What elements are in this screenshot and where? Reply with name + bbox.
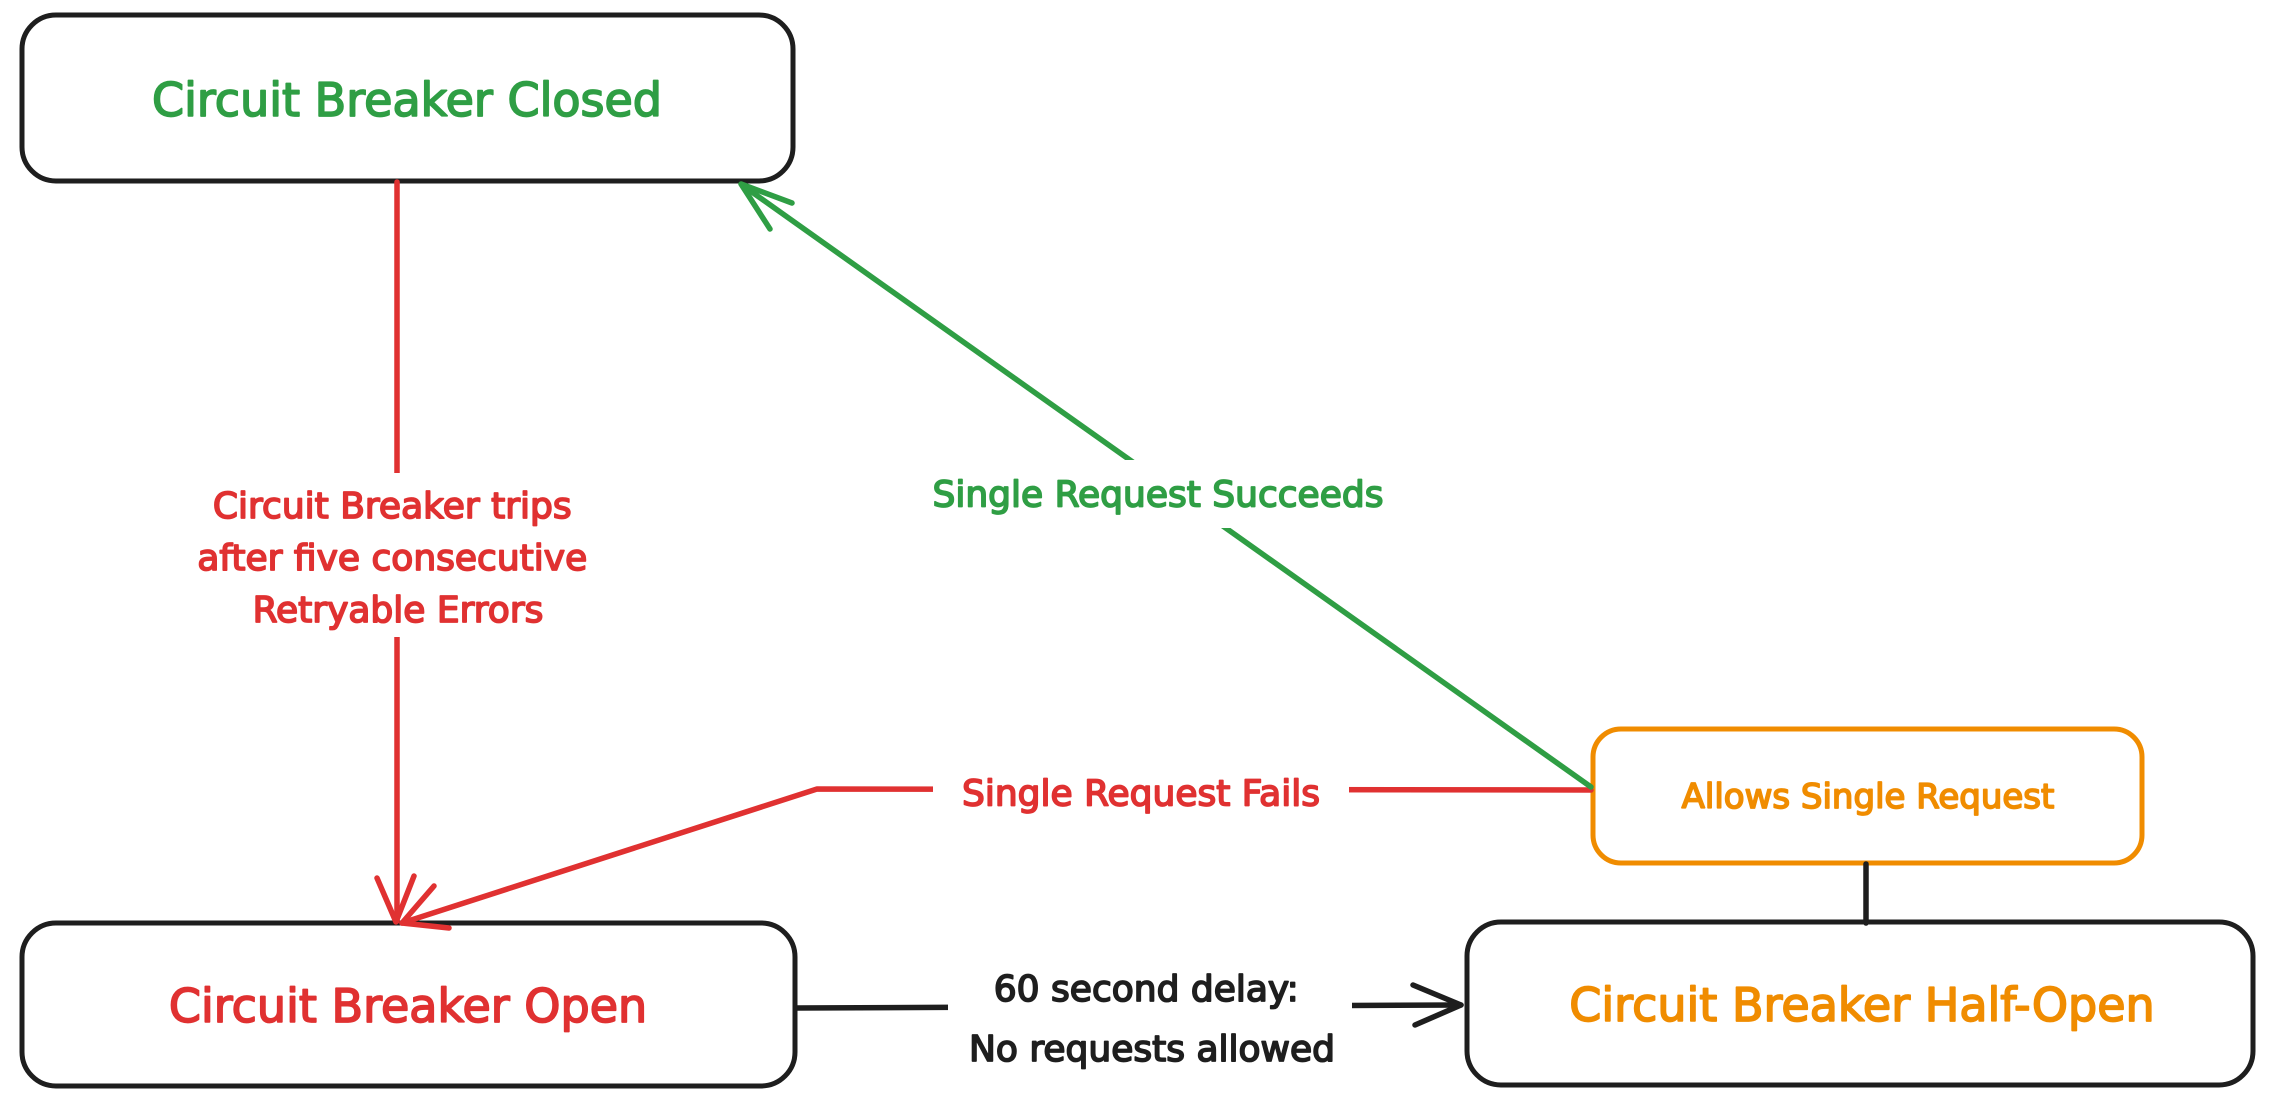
node-half-open-label: Circuit Breaker Half-Open: [1569, 978, 2154, 1032]
edge-delay-label: 60 second delay: No requests allowed: [969, 969, 1335, 1070]
edge-trips-label-line1: Circuit Breaker trips: [213, 486, 572, 527]
edge-trips-label-mask: [183, 473, 615, 637]
arrowhead-down-icon: [374, 873, 417, 925]
edge-trips-label: Circuit Breaker trips after five consecu…: [197, 486, 598, 631]
edge-delay-label-line2: No requests allowed: [969, 1029, 1335, 1070]
edge-succeeds-label-mask: [897, 460, 1419, 528]
edge-fails-label-mask: [933, 758, 1349, 829]
node-open-label: Circuit Breaker Open: [169, 979, 647, 1033]
node-allows-label: Allows Single Request: [1682, 777, 2055, 817]
node-closed-border: [19, 12, 796, 184]
edge-delay-label-line1: 60 second delay:: [994, 969, 1299, 1010]
node-half-open-border: [1464, 919, 2256, 1088]
node-closed-label: Circuit Breaker Closed: [152, 73, 662, 127]
arrowhead-up-left-icon: [738, 181, 795, 232]
edge-fails-label: Single Request Fails: [962, 774, 1320, 815]
arrowhead-down-left-icon: [399, 883, 452, 931]
edge-trips-label-line3: Retryable Errors: [253, 590, 544, 631]
node-circuit-breaker-half-open: [1464, 919, 2256, 1088]
edge-delay-label-mask: [948, 948, 1352, 1076]
node-circuit-breaker-closed: [19, 12, 796, 184]
arrowhead-right-icon: [1410, 982, 1464, 1028]
edge-succeeds-label: Single Request Succeeds: [933, 475, 1384, 516]
edge-trips-label-line2: after five consecutive: [197, 538, 587, 579]
